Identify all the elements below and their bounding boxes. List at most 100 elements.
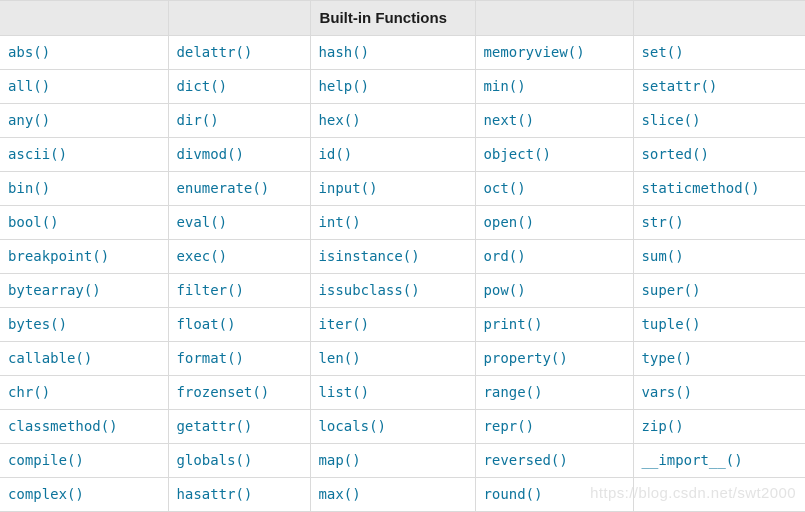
function-link[interactable]: delattr() (176, 44, 253, 61)
function-link[interactable]: zip() (641, 418, 684, 435)
function-link[interactable]: type() (641, 350, 693, 367)
function-cell: tuple() (632, 307, 805, 342)
function-link[interactable]: format() (176, 350, 244, 367)
function-link[interactable]: ascii() (8, 146, 68, 163)
function-link[interactable]: complex() (8, 486, 84, 503)
function-link[interactable]: reversed() (483, 452, 568, 469)
function-link[interactable]: range() (483, 384, 543, 401)
function-cell: eval() (167, 205, 311, 240)
table-row: ascii() divmod() id() object() sorted() (0, 137, 805, 172)
function-link[interactable]: exec() (176, 248, 228, 265)
function-link[interactable]: float() (176, 316, 236, 333)
function-link[interactable]: getattr() (176, 418, 253, 435)
table-row: bytes() float() iter() print() tuple() (0, 307, 805, 342)
function-link[interactable]: iter() (318, 316, 370, 333)
function-link[interactable]: str() (641, 214, 684, 231)
function-link[interactable]: sorted() (641, 146, 709, 163)
function-link[interactable]: chr() (8, 384, 51, 401)
function-cell: iter() (309, 307, 476, 342)
function-link[interactable]: bool() (8, 214, 59, 231)
function-cell: property() (474, 341, 634, 376)
table-row: any() dir() hex() next() slice() (0, 103, 805, 138)
function-link[interactable]: callable() (8, 350, 93, 367)
function-cell: float() (167, 307, 311, 342)
function-link[interactable]: map() (318, 452, 361, 469)
function-link[interactable]: len() (318, 350, 361, 367)
function-cell: any() (0, 103, 169, 138)
function-link[interactable]: input() (318, 180, 378, 197)
function-link[interactable]: help() (318, 78, 370, 95)
function-link[interactable]: frozenset() (176, 384, 270, 401)
function-link[interactable]: bin() (8, 180, 51, 197)
function-cell: round() (474, 477, 634, 512)
function-link[interactable]: classmethod() (8, 418, 118, 435)
function-cell: issubclass() (309, 273, 476, 308)
function-cell: vars() (632, 375, 805, 410)
function-link[interactable]: globals() (176, 452, 253, 469)
function-link[interactable]: property() (483, 350, 568, 367)
function-link[interactable]: __import__() (641, 452, 743, 469)
function-link[interactable]: bytearray() (8, 282, 101, 299)
function-cell: hash() (309, 35, 476, 70)
function-link[interactable]: object() (483, 146, 551, 163)
function-link[interactable]: next() (483, 112, 535, 129)
function-link[interactable]: isinstance() (318, 248, 420, 265)
function-link[interactable]: dir() (176, 112, 219, 129)
function-link[interactable]: vars() (641, 384, 693, 401)
function-link[interactable]: id() (318, 146, 353, 163)
table-row: abs() delattr() hash() memoryview() set() (0, 35, 805, 70)
function-cell: exec() (167, 239, 311, 274)
function-link[interactable]: hasattr() (176, 486, 253, 503)
function-link[interactable]: dict() (176, 78, 228, 95)
function-link[interactable]: pow() (483, 282, 526, 299)
function-cell: ord() (474, 239, 634, 274)
function-link[interactable]: max() (318, 486, 361, 503)
function-link[interactable]: min() (483, 78, 526, 95)
function-link[interactable]: round() (483, 486, 543, 503)
header-row: Built-in Functions (0, 0, 805, 36)
function-link[interactable]: filter() (176, 282, 244, 299)
function-link[interactable]: hex() (318, 112, 361, 129)
function-link[interactable]: setattr() (641, 78, 718, 95)
function-cell: __import__() (632, 443, 805, 478)
function-link[interactable]: bytes() (8, 316, 68, 333)
function-link[interactable]: oct() (483, 180, 526, 197)
function-link[interactable]: slice() (641, 112, 701, 129)
function-link[interactable]: any() (8, 112, 51, 129)
function-link[interactable]: memoryview() (483, 44, 585, 61)
function-link[interactable]: set() (641, 44, 684, 61)
function-cell: map() (309, 443, 476, 478)
function-link[interactable]: abs() (8, 44, 51, 61)
function-link[interactable]: ord() (483, 248, 526, 265)
function-link[interactable]: tuple() (641, 316, 701, 333)
function-link[interactable]: list() (318, 384, 370, 401)
function-link[interactable]: staticmethod() (641, 180, 760, 197)
function-link[interactable]: sum() (641, 248, 684, 265)
function-link[interactable]: breakpoint() (8, 248, 110, 265)
function-link[interactable]: locals() (318, 418, 386, 435)
function-cell: set() (632, 35, 805, 70)
function-link[interactable]: hash() (318, 44, 370, 61)
empty-cell (632, 477, 805, 512)
function-link[interactable]: eval() (176, 214, 228, 231)
function-cell: str() (632, 205, 805, 240)
function-link[interactable]: int() (318, 214, 361, 231)
function-link[interactable]: repr() (483, 418, 535, 435)
function-link[interactable]: compile() (8, 452, 84, 469)
function-link[interactable]: open() (483, 214, 535, 231)
function-cell: locals() (309, 409, 476, 444)
function-link[interactable]: issubclass() (318, 282, 420, 299)
table-row: callable() format() len() property() type() (0, 341, 805, 376)
function-link[interactable]: divmod() (176, 146, 244, 163)
function-cell: next() (474, 103, 634, 138)
function-link[interactable]: all() (8, 78, 51, 95)
function-cell: object() (474, 137, 634, 172)
function-link[interactable]: enumerate() (176, 180, 270, 197)
function-cell: oct() (474, 171, 634, 206)
function-link[interactable]: super() (641, 282, 701, 299)
table-row: complex() hasattr() max() round() (0, 477, 805, 512)
function-cell: chr() (0, 375, 169, 410)
function-cell: bool() (0, 205, 169, 240)
function-cell: bytearray() (0, 273, 169, 308)
function-link[interactable]: print() (483, 316, 543, 333)
